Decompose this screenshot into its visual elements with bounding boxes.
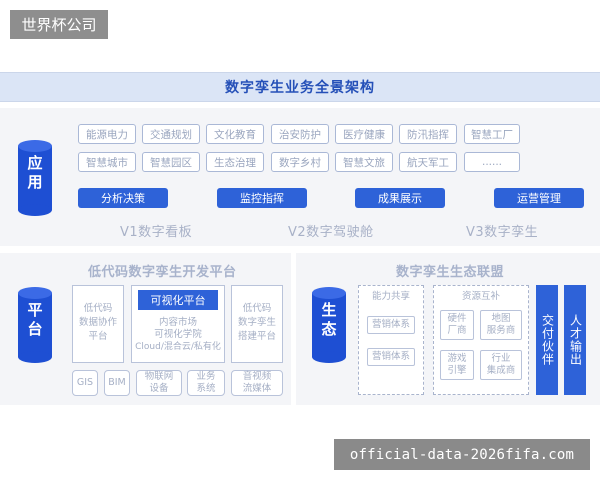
visualization-platform: 可视化平台 内容市场 可视化学院 Cloud/混合云/私有化: [131, 285, 225, 363]
application-button-3: 成果展示: [355, 188, 445, 208]
ecology-layer: 生 态 数字孪生生态联盟 能力共享 营销体系 营销体系 资源互补 硬件 厂商 地…: [296, 253, 600, 405]
diagram-title: 数字孪生业务全景架构: [0, 72, 600, 102]
platform-label: 平 台: [27, 301, 43, 338]
ecology-label: 生 态: [321, 301, 337, 338]
url-watermark: official-data-2026fifa.com: [334, 439, 590, 470]
game-engine-box: 游戏 引擎: [440, 350, 474, 380]
application-tag-row1-3: 文化教育: [206, 124, 264, 144]
delivery-partner-bar: 交付伙伴: [536, 285, 558, 395]
capability-sharing-group: 能力共享 营销体系 营销体系: [358, 285, 424, 395]
version-label-2: V2数字驾驶舱: [288, 225, 374, 240]
application-tag-row1-6: 防汛指挥: [399, 124, 457, 144]
version-label-1: V1数字看板: [120, 225, 193, 240]
resource-complement-title: 资源互补: [461, 291, 500, 302]
bim-box: BIM: [104, 370, 130, 396]
application-tag-row2-5: 智慧文旅: [335, 152, 393, 172]
application-tag-row1-1: 能源电力: [78, 124, 136, 144]
talent-output-bar: 人才输出: [564, 285, 586, 395]
visualization-platform-title: 可视化平台: [138, 290, 218, 310]
brand-watermark: 世界杯公司: [10, 10, 108, 39]
capability-sharing-title: 能力共享: [371, 291, 410, 302]
application-cylinder: 应 用: [18, 140, 52, 216]
application-tag-row2-1: 智慧城市: [78, 152, 136, 172]
marketing-system-box-2: 营销体系: [367, 348, 415, 366]
application-tag-row1-2: 交通规划: [142, 124, 200, 144]
visualization-item-3: Cloud/混合云/私有化: [135, 342, 221, 352]
map-provider-box: 地图 服务商: [480, 310, 522, 340]
application-label: 应 用: [27, 154, 43, 191]
platform-layer: 平 台 低代码数字孪生开发平台 低代码 数据协作 平台 可视化平台 内容市场 可…: [0, 253, 291, 405]
platform-cylinder: 平 台: [18, 287, 52, 363]
low-code-data-platform: 低代码 数据协作 平台: [72, 285, 124, 363]
gis-box: GIS: [72, 370, 98, 396]
ecology-title: 数字孪生生态联盟: [396, 265, 505, 280]
application-tag-row1-4: 治安防护: [271, 124, 329, 144]
application-button-4: 运营管理: [494, 188, 584, 208]
av-streaming-box: 音视频 流媒体: [231, 370, 283, 396]
application-tag-row1-7: 智慧工厂: [464, 124, 520, 144]
visualization-item-1: 内容市场: [158, 317, 197, 328]
platform-title: 低代码数字孪生开发平台: [88, 265, 237, 280]
resource-complement-group: 资源互补 硬件 厂商 地图 服务商 游戏 引擎 行业 集成商: [433, 285, 529, 395]
marketing-system-box-1: 营销体系: [367, 316, 415, 334]
application-tag-row2-4: 数字乡村: [271, 152, 329, 172]
application-tag-row2-3: 生态治理: [206, 152, 264, 172]
iot-device-box: 物联网 设备: [136, 370, 182, 396]
application-button-1: 分析决策: [78, 188, 168, 208]
low-code-twin-platform: 低代码 数字孪生 搭建平台: [231, 285, 283, 363]
application-layer: 应 用 能源电力交通规划文化教育治安防护医疗健康防汛指挥智慧工厂 智慧城市智慧园…: [0, 108, 600, 246]
visualization-item-2: 可视化学院: [154, 329, 202, 340]
ecology-cylinder: 生 态: [312, 287, 346, 363]
application-tag-row2-7: ......: [464, 152, 520, 172]
application-button-2: 监控指挥: [217, 188, 307, 208]
application-tag-row1-5: 医疗健康: [335, 124, 393, 144]
business-system-box: 业务 系统: [187, 370, 225, 396]
version-label-3: V3数字孪生: [466, 225, 539, 240]
hardware-vendor-box: 硬件 厂商: [440, 310, 474, 340]
industry-integrator-box: 行业 集成商: [480, 350, 522, 380]
application-tag-row2-6: 航天军工: [399, 152, 457, 172]
application-tag-row2-2: 智慧园区: [142, 152, 200, 172]
